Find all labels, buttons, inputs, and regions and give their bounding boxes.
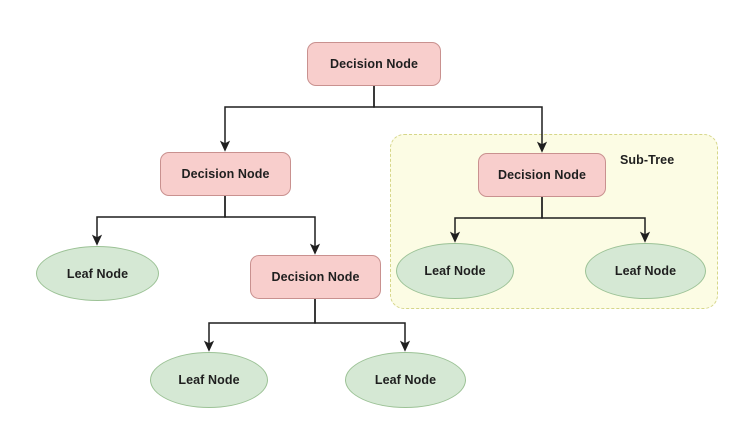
leaf-node-leaf-3[interactable]: Leaf Node — [345, 352, 466, 408]
node-label: Decision Node — [497, 168, 587, 182]
leaf-node-leaf-1[interactable]: Leaf Node — [36, 246, 159, 301]
edge-d-left-to-d-mid — [224, 196, 321, 255]
edge-d-mid-to-leaf-3 — [314, 299, 411, 352]
node-label: Decision Node — [271, 270, 360, 284]
node-label: Decision Node — [329, 57, 419, 71]
edge-root-to-d-left — [219, 86, 375, 152]
decision-node-d-left[interactable]: Decision Node — [160, 152, 291, 196]
decision-node-d-sub[interactable]: Decision Node — [478, 153, 606, 197]
edge-d-sub-to-leaf-sub-1 — [449, 197, 543, 243]
leaf-node-leaf-sub-2[interactable]: Leaf Node — [585, 243, 706, 299]
node-label: Decision Node — [181, 167, 270, 181]
edge-d-mid-to-leaf-2 — [203, 299, 316, 352]
decision-node-d-mid[interactable]: Decision Node — [250, 255, 381, 299]
edge-root-to-d-sub — [373, 86, 548, 153]
node-label: Leaf Node — [66, 266, 129, 281]
edge-d-left-to-leaf-1 — [91, 196, 226, 246]
edge-d-sub-to-leaf-sub-2 — [541, 197, 651, 243]
node-label: Leaf Node — [374, 373, 437, 387]
leaf-node-leaf-sub-1[interactable]: Leaf Node — [396, 243, 514, 299]
node-label: Leaf Node — [614, 264, 677, 278]
node-label: Leaf Node — [178, 373, 240, 387]
leaf-node-leaf-2[interactable]: Leaf Node — [150, 352, 268, 408]
decision-node-root[interactable]: Decision Node — [307, 42, 441, 86]
subtree-label: Sub-Tree — [620, 153, 675, 167]
node-label: Leaf Node — [424, 264, 486, 278]
